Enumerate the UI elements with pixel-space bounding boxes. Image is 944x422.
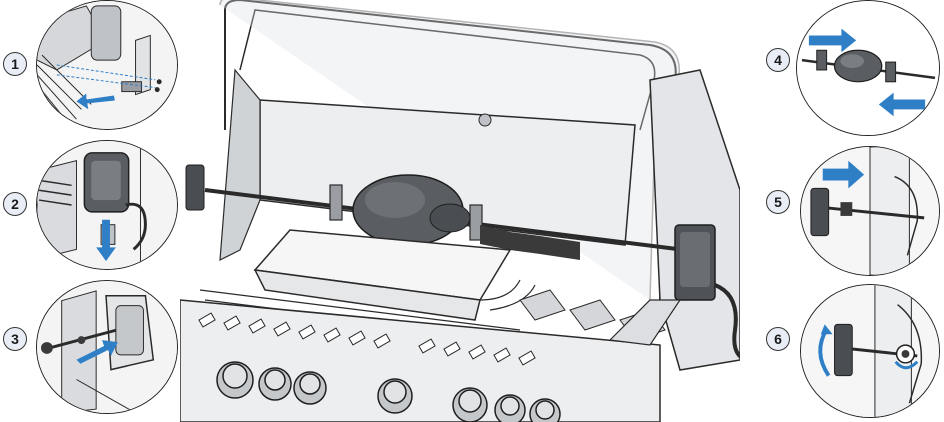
- forks-slide-icon: [797, 1, 939, 135]
- handle-rotate-icon: [801, 285, 939, 417]
- step-1-badge: 1: [3, 52, 27, 76]
- spit-insert-icon: [37, 281, 177, 413]
- step-5-badge: 5: [766, 190, 790, 214]
- step-5-illustration: [800, 146, 940, 276]
- step-4-badge: 4: [766, 48, 790, 72]
- step-4-illustration: [796, 0, 940, 136]
- step-6-illustration: [800, 284, 940, 418]
- motor-mount-icon: [37, 141, 177, 269]
- bracket-mount-icon: [37, 1, 177, 129]
- step-6-badge: 6: [766, 327, 790, 351]
- step-3-badge: 3: [3, 327, 27, 351]
- step-1-illustration: [36, 0, 178, 130]
- handle-attach-icon: [801, 147, 939, 275]
- step-2-illustration: [36, 140, 178, 270]
- step-2-badge: 2: [3, 192, 27, 216]
- step-3-illustration: [36, 280, 178, 414]
- grill-with-rotisserie: [180, 0, 740, 422]
